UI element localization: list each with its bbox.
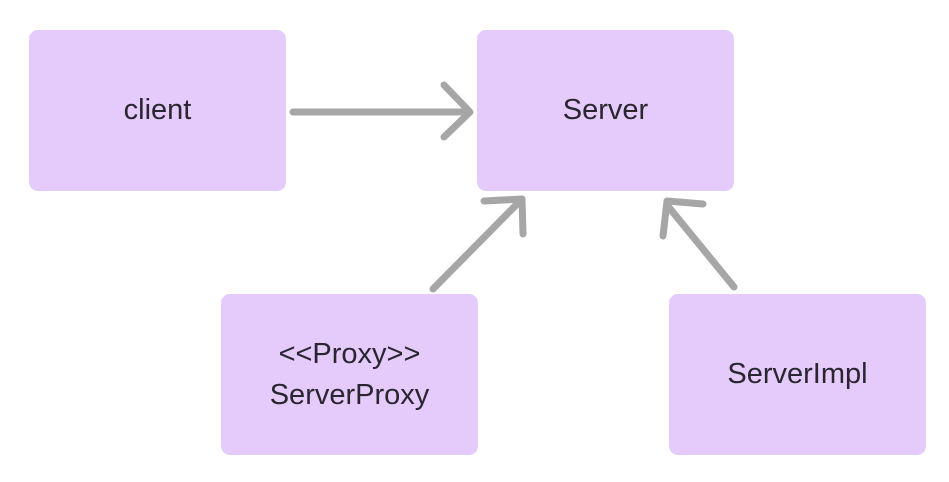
arrow-impl-to-server — [659, 197, 738, 291]
arrow-client-to-server — [289, 81, 474, 141]
server-impl-label: ServerImpl — [727, 358, 868, 391]
client-node: client — [29, 30, 286, 191]
server-proxy-label: ServerProxy — [269, 378, 430, 411]
client-label: client — [123, 94, 192, 127]
server-proxy-node: <<Proxy>> ServerProxy — [221, 294, 478, 455]
server-impl-node: ServerImpl — [669, 294, 926, 455]
proxy-stereotype: <<Proxy>> — [278, 338, 421, 371]
arrow-proxy-to-server — [429, 195, 527, 293]
server-label: Server — [562, 94, 649, 127]
server-node: Server — [477, 30, 734, 191]
